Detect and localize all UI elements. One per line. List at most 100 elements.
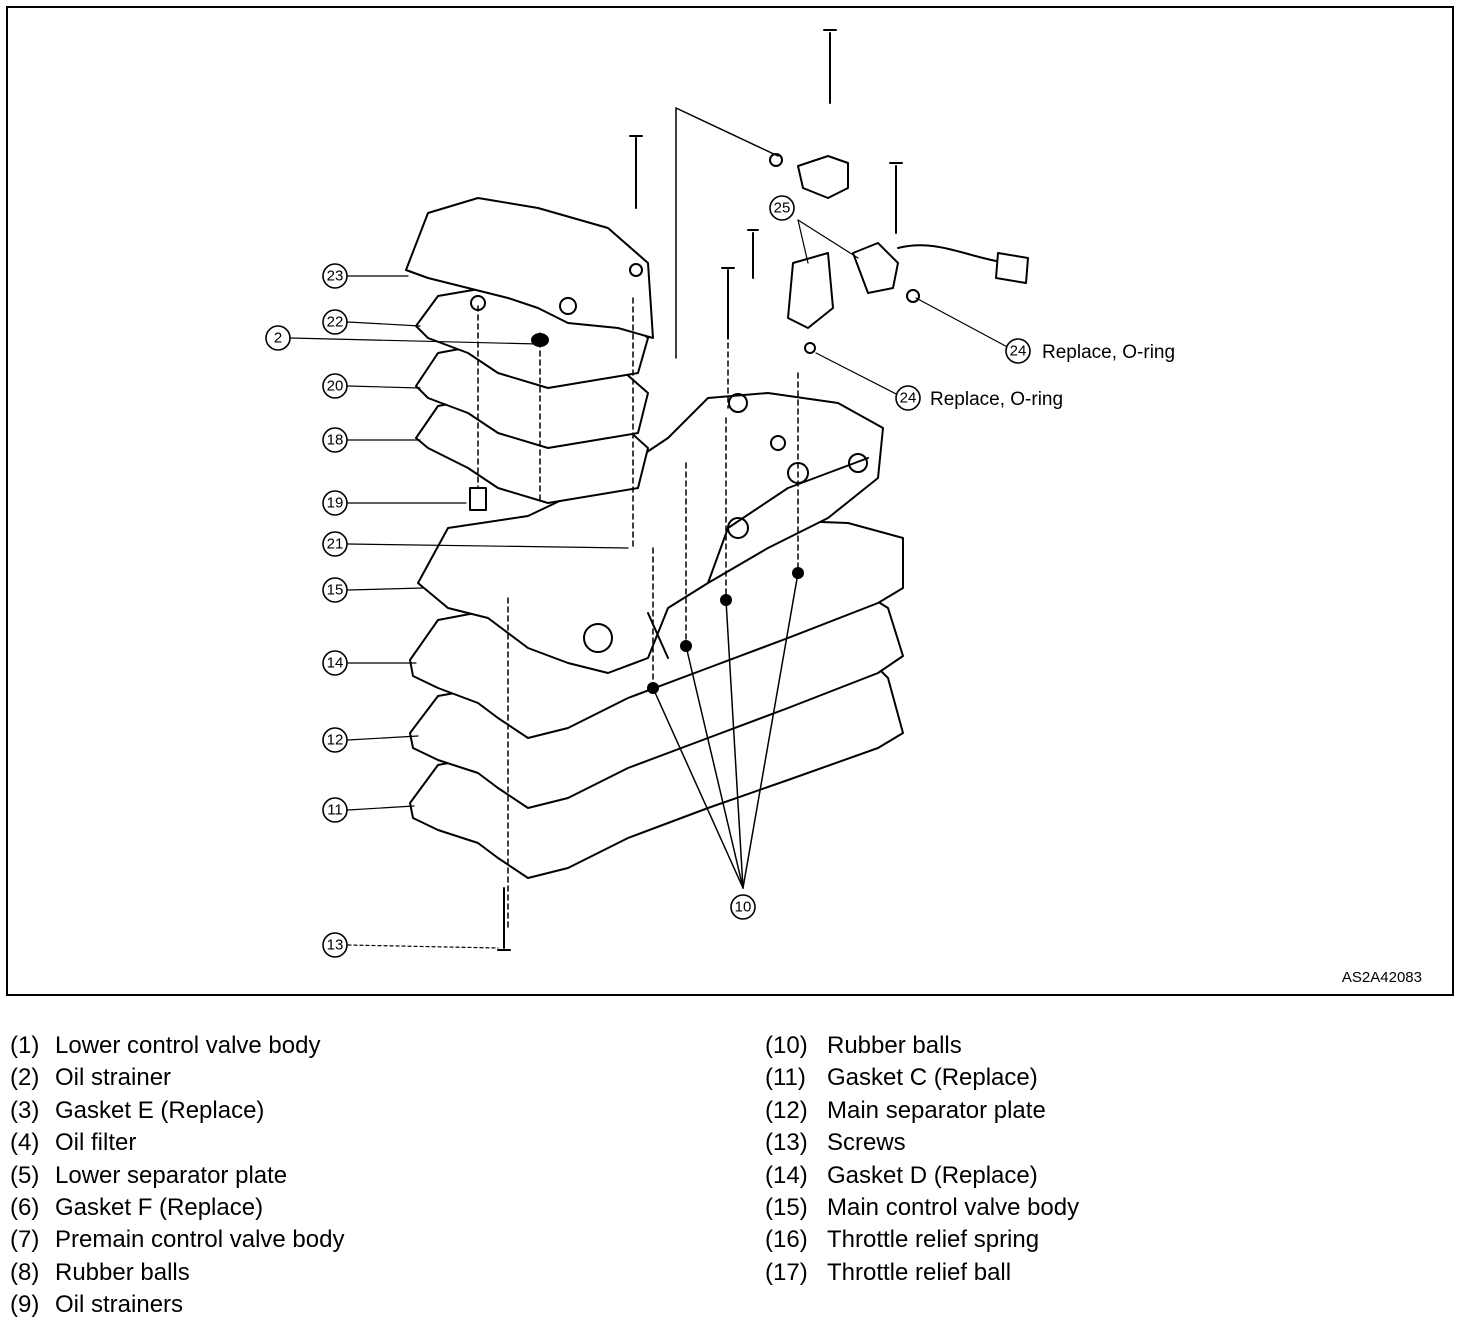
legend-item: (17) Throttle relief ball (765, 1257, 1079, 1289)
parts-legend: (1) Lower control valve body (2) Oil strai… (0, 1030, 1472, 1330)
callout-18: 18 (322, 427, 348, 453)
svg-text:21: 21 (327, 536, 344, 553)
exploded-diagram: 23 22 2 20 18 19 21 15 14 12 11 13 10 25… (265, 29, 1422, 986)
legend-item: (6) Gasket F (Replace) (10, 1192, 344, 1224)
legend-label: Throttle relief ball (827, 1258, 1012, 1286)
callout-19: 19 (322, 490, 348, 516)
legend-label: Rubber balls (827, 1032, 962, 1059)
callout-14: 14 (322, 650, 348, 676)
legend-item: (2) Oil strainer (10, 1062, 344, 1094)
legend-item: (5) Lower separator plate (10, 1160, 344, 1192)
solenoid-harness (852, 242, 1029, 303)
legend-label: Premain control valve body (55, 1226, 345, 1254)
legend-number: (6) (10, 1193, 40, 1221)
callout-24-upper: 24 (1005, 338, 1031, 364)
callout-22: 22 (322, 309, 348, 335)
svg-text:18: 18 (327, 432, 344, 449)
legend-label: Main separator plate (827, 1096, 1046, 1124)
legend-label: Main control valve body (827, 1193, 1080, 1221)
svg-text:10: 10 (735, 899, 752, 916)
callout-13: 13 (322, 932, 348, 958)
legend-column-left: (1) Lower control valve body (2) Oil strai… (10, 1030, 344, 1322)
legend-label: Throttle relief spring (827, 1226, 1040, 1254)
legend-number: (15) (765, 1193, 808, 1221)
svg-text:13: 13 (327, 937, 344, 954)
legend-number: (10) (765, 1032, 808, 1059)
legend-label: Oil filter (55, 1129, 137, 1157)
legend-number: (16) (765, 1226, 808, 1254)
legend-item: (15) Main control valve body (765, 1192, 1079, 1224)
legend-number: (4) (10, 1129, 40, 1157)
legend-number: (1) (10, 1032, 40, 1059)
callout-15: 15 (322, 577, 348, 603)
rubber-ball-leaders (652, 572, 799, 889)
legend-label: Oil strainer (55, 1064, 172, 1092)
legend-label: Gasket E (Replace) (55, 1096, 265, 1124)
legend-number: (8) (10, 1258, 40, 1286)
legend-item: (11) Gasket C (Replace) (765, 1062, 1079, 1094)
o-ring-note-upper: Replace, O-ring (1042, 342, 1175, 363)
alignment-guides (477, 297, 799, 929)
figure-reference-code: AS2A42083 (1342, 969, 1422, 986)
legend-label: Oil strainers (55, 1291, 184, 1319)
oil-filter-part (469, 487, 487, 511)
legend-number: (17) (765, 1258, 808, 1286)
legend-number: (7) (10, 1226, 40, 1254)
svg-text:11: 11 (327, 802, 343, 819)
svg-text:23: 23 (327, 268, 344, 285)
legend-label: Gasket F (Replace) (55, 1193, 264, 1221)
bolts (497, 29, 903, 951)
legend-number: (14) (765, 1161, 808, 1189)
callout-leaders (289, 219, 1014, 949)
legend-label: Gasket C (Replace) (827, 1064, 1038, 1092)
svg-text:19: 19 (327, 495, 344, 512)
legend-number: (3) (10, 1096, 40, 1124)
legend-label: Lower separator plate (55, 1161, 288, 1189)
exploded-diagram-frame: 23 22 2 20 18 19 21 15 14 12 11 13 10 25… (6, 6, 1454, 996)
solenoid-lower (787, 252, 834, 354)
callout-12: 12 (322, 727, 348, 753)
svg-text:14: 14 (327, 655, 344, 672)
callout-11: 11 (322, 797, 348, 823)
legend-number: (2) (10, 1064, 40, 1092)
solenoid-upper (769, 153, 849, 199)
callout-25: 25 (769, 195, 795, 221)
legend-label: Lower control valve body (55, 1032, 321, 1059)
callout-2: 2 (265, 325, 291, 351)
legend-number: (5) (10, 1161, 40, 1189)
legend-item: (1) Lower control valve body (10, 1030, 344, 1062)
legend-item: (10) Rubber balls (765, 1030, 1079, 1062)
legend-item: (8) Rubber balls (10, 1257, 344, 1289)
callout-10: 10 (730, 894, 756, 920)
legend-item: (13)Screws (765, 1127, 1079, 1159)
legend-item: (12) Main separator plate (765, 1095, 1079, 1127)
svg-text:22: 22 (327, 314, 344, 331)
legend-item: (14) Gasket D (Replace) (765, 1160, 1079, 1192)
callout-21: 21 (322, 531, 348, 557)
svg-text:24: 24 (1010, 343, 1027, 360)
legend-number: (11) (765, 1064, 806, 1092)
o-ring-note-lower: Replace, O-ring (930, 389, 1063, 410)
svg-text:15: 15 (327, 582, 344, 599)
callout-20: 20 (322, 373, 348, 399)
legend-label: Screws (827, 1129, 906, 1157)
legend-item: (7) Premain control valve body (10, 1224, 344, 1256)
callouts: 23 22 2 20 18 19 21 15 14 12 11 13 10 25… (265, 195, 1031, 958)
legend-label: Rubber balls (55, 1258, 190, 1286)
solenoid-guide-line-2 (675, 107, 779, 157)
legend-column-right: (10)Rubber balls (11)Gasket C (Replace) … (765, 1030, 1079, 1289)
svg-text:24: 24 (900, 390, 917, 407)
legend-item: (3) Gasket E (Replace) (10, 1095, 344, 1127)
legend-number: (9) (10, 1291, 40, 1319)
oil-strainer-part (531, 333, 549, 347)
svg-text:20: 20 (327, 378, 344, 395)
svg-text:25: 25 (774, 200, 791, 217)
legend-label: Gasket D (Replace) (827, 1161, 1038, 1189)
svg-text:12: 12 (327, 732, 344, 749)
svg-text:2: 2 (274, 330, 282, 347)
legend-item: (9) Oil strainers (10, 1289, 344, 1321)
callout-23: 23 (322, 263, 348, 289)
legend-number: (12) (765, 1096, 808, 1124)
legend-item: (16) Throttle relief spring (765, 1224, 1079, 1256)
callout-24-lower: 24 (895, 385, 921, 411)
